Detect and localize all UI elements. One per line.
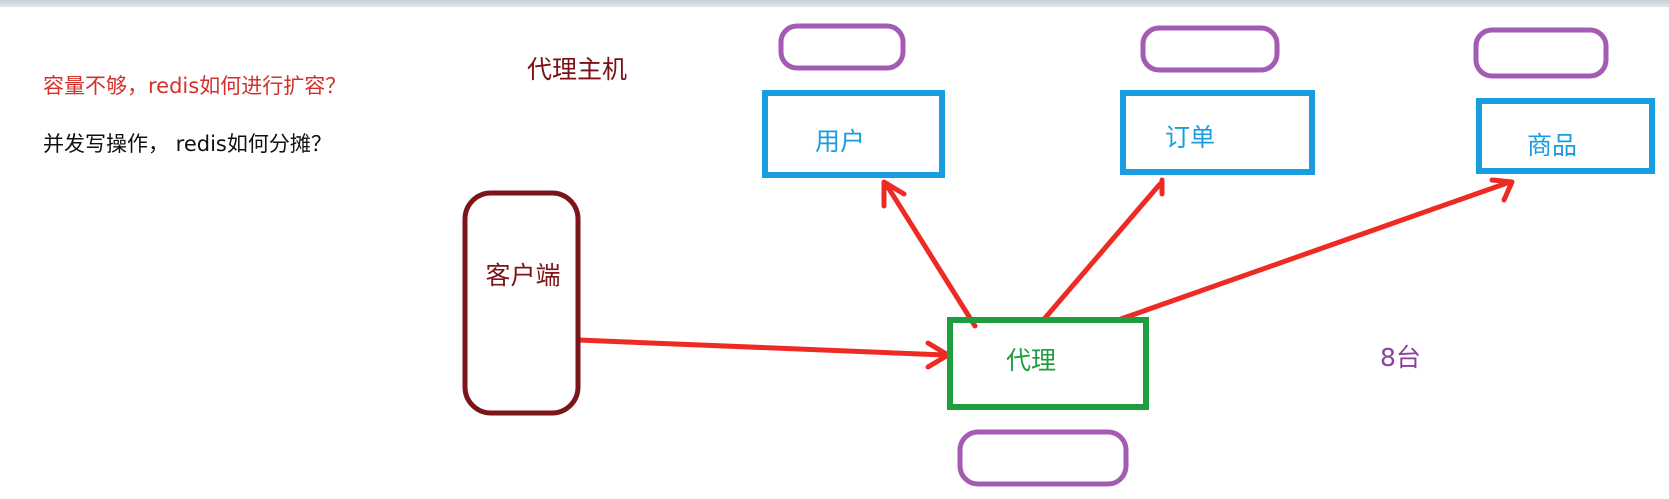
window-top-bar bbox=[0, 0, 1669, 7]
user-node: 用户 bbox=[762, 90, 945, 178]
replica-nodes bbox=[778, 23, 1609, 487]
arrows bbox=[575, 177, 1515, 370]
order-label: 订单 bbox=[1165, 123, 1215, 152]
arrow-proxy-to-product-head bbox=[1489, 177, 1515, 203]
product-label: 商品 bbox=[1527, 131, 1577, 160]
product-replica-node bbox=[1473, 27, 1609, 79]
order-replica-node bbox=[1140, 25, 1280, 73]
proxy-host-title: 代理主机 bbox=[527, 55, 628, 84]
client-node: 客户端 bbox=[462, 190, 581, 416]
order-node: 订单 bbox=[1120, 90, 1315, 175]
arrow-proxy-to-user bbox=[883, 181, 978, 329]
capacity-question-note: 容量不够，redis如何进行扩容？ bbox=[43, 74, 347, 98]
client-label: 客户端 bbox=[485, 261, 560, 290]
proxy-label: 代理 bbox=[1006, 346, 1056, 375]
user-label: 用户 bbox=[815, 127, 865, 156]
proxy-replica-node bbox=[957, 429, 1129, 487]
write-question-note: 并发写操作， redis如何分摊？ bbox=[43, 132, 332, 156]
arrow-proxy-to-product bbox=[1115, 179, 1513, 323]
arrow-client-to-proxy bbox=[575, 337, 948, 358]
user-replica-node bbox=[778, 23, 906, 71]
proxy-node: 代理 bbox=[947, 317, 1149, 410]
product-node: 商品 bbox=[1476, 98, 1655, 174]
arrow-proxy-to-order bbox=[1042, 181, 1163, 321]
arrow-proxy-to-user-head bbox=[881, 179, 907, 209]
server-count-label: 8台 bbox=[1380, 343, 1421, 372]
